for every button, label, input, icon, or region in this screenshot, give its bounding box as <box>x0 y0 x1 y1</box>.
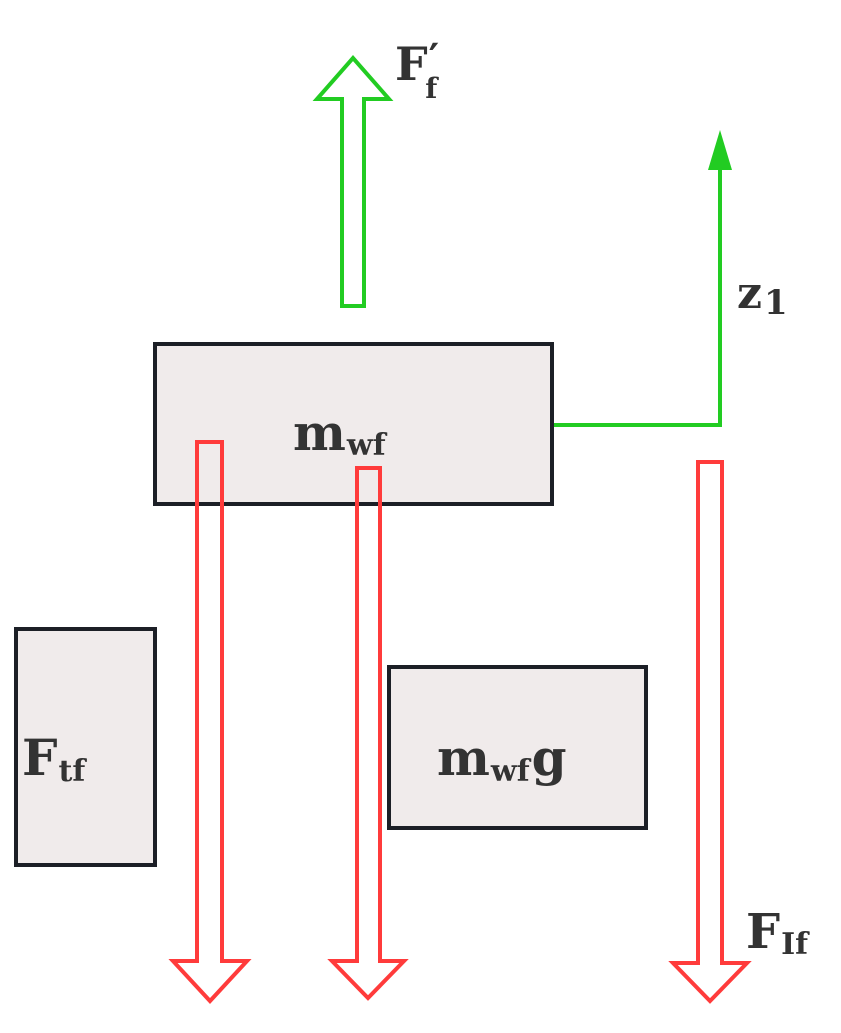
label-z1: z1 <box>737 268 788 323</box>
arrow-down-1 <box>168 440 252 1004</box>
z1-axis-arrowhead <box>708 130 732 170</box>
label-inertia-force: FIf <box>746 904 810 962</box>
label-tire-force: Ftf <box>22 728 87 789</box>
tire-force-box <box>14 627 157 867</box>
arrow-down-2 <box>327 466 409 1001</box>
mass-box <box>153 342 554 506</box>
label-mass: mwf <box>293 403 388 463</box>
weight-box <box>387 665 648 830</box>
z1-axis-line <box>554 168 722 427</box>
label-weight: mwfg <box>437 728 567 789</box>
label-ff-prime: F′f <box>395 35 439 105</box>
arrow-down-inertia <box>668 460 752 1004</box>
arrow-ff-prime-up <box>312 54 394 308</box>
